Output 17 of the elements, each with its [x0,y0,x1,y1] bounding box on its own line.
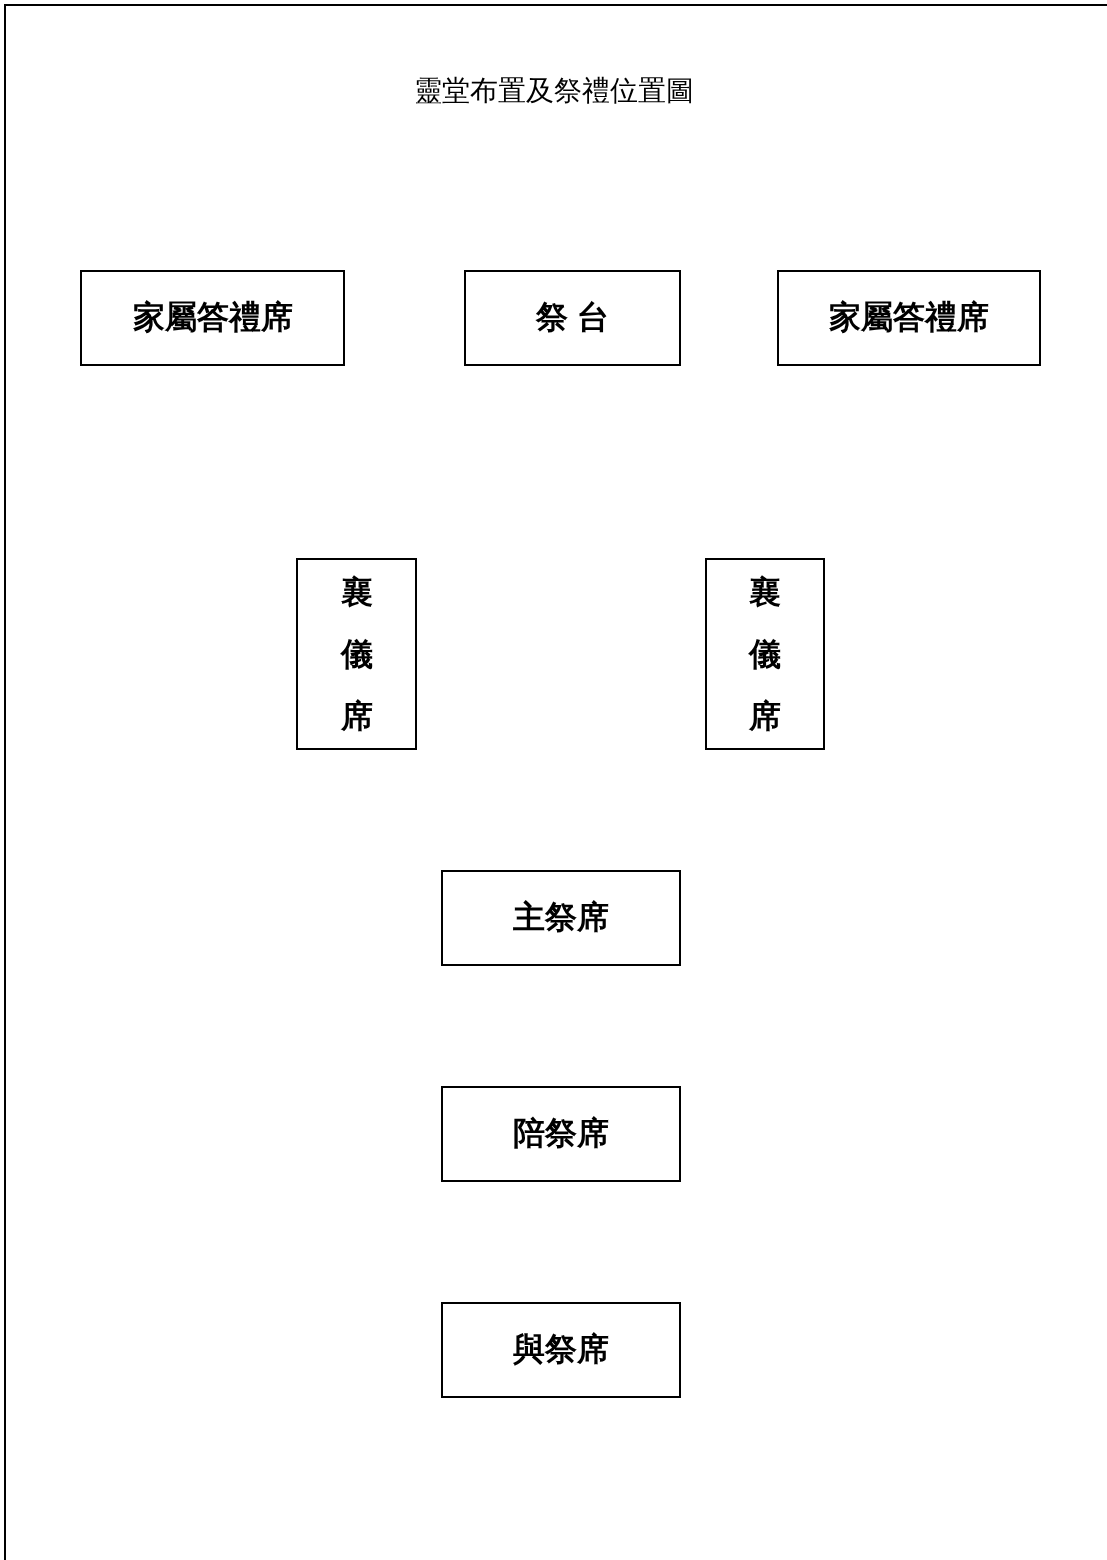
diagram-title: 靈堂布置及祭禮位置圖 [412,74,695,108]
seat-label: 襄儀席 [748,573,782,736]
seat-label: 與祭席 [513,1330,609,1369]
seat-box [441,870,681,966]
altar-box [464,270,681,366]
seat-label: 家屬答禮席 [132,298,293,337]
seat-box [80,270,345,366]
seat-box [441,1302,681,1398]
seat-box [296,558,417,750]
seat-label: 主祭席 [513,898,609,937]
seat-label: 陪祭席 [513,1114,609,1153]
seat-label: 家屬答禮席 [829,298,989,337]
seat-box [705,558,825,750]
seat-box [777,270,1041,366]
seat-label: 祭 台 [536,298,609,337]
seat-box [441,1086,681,1182]
seat-label: 襄儀席 [339,573,374,736]
